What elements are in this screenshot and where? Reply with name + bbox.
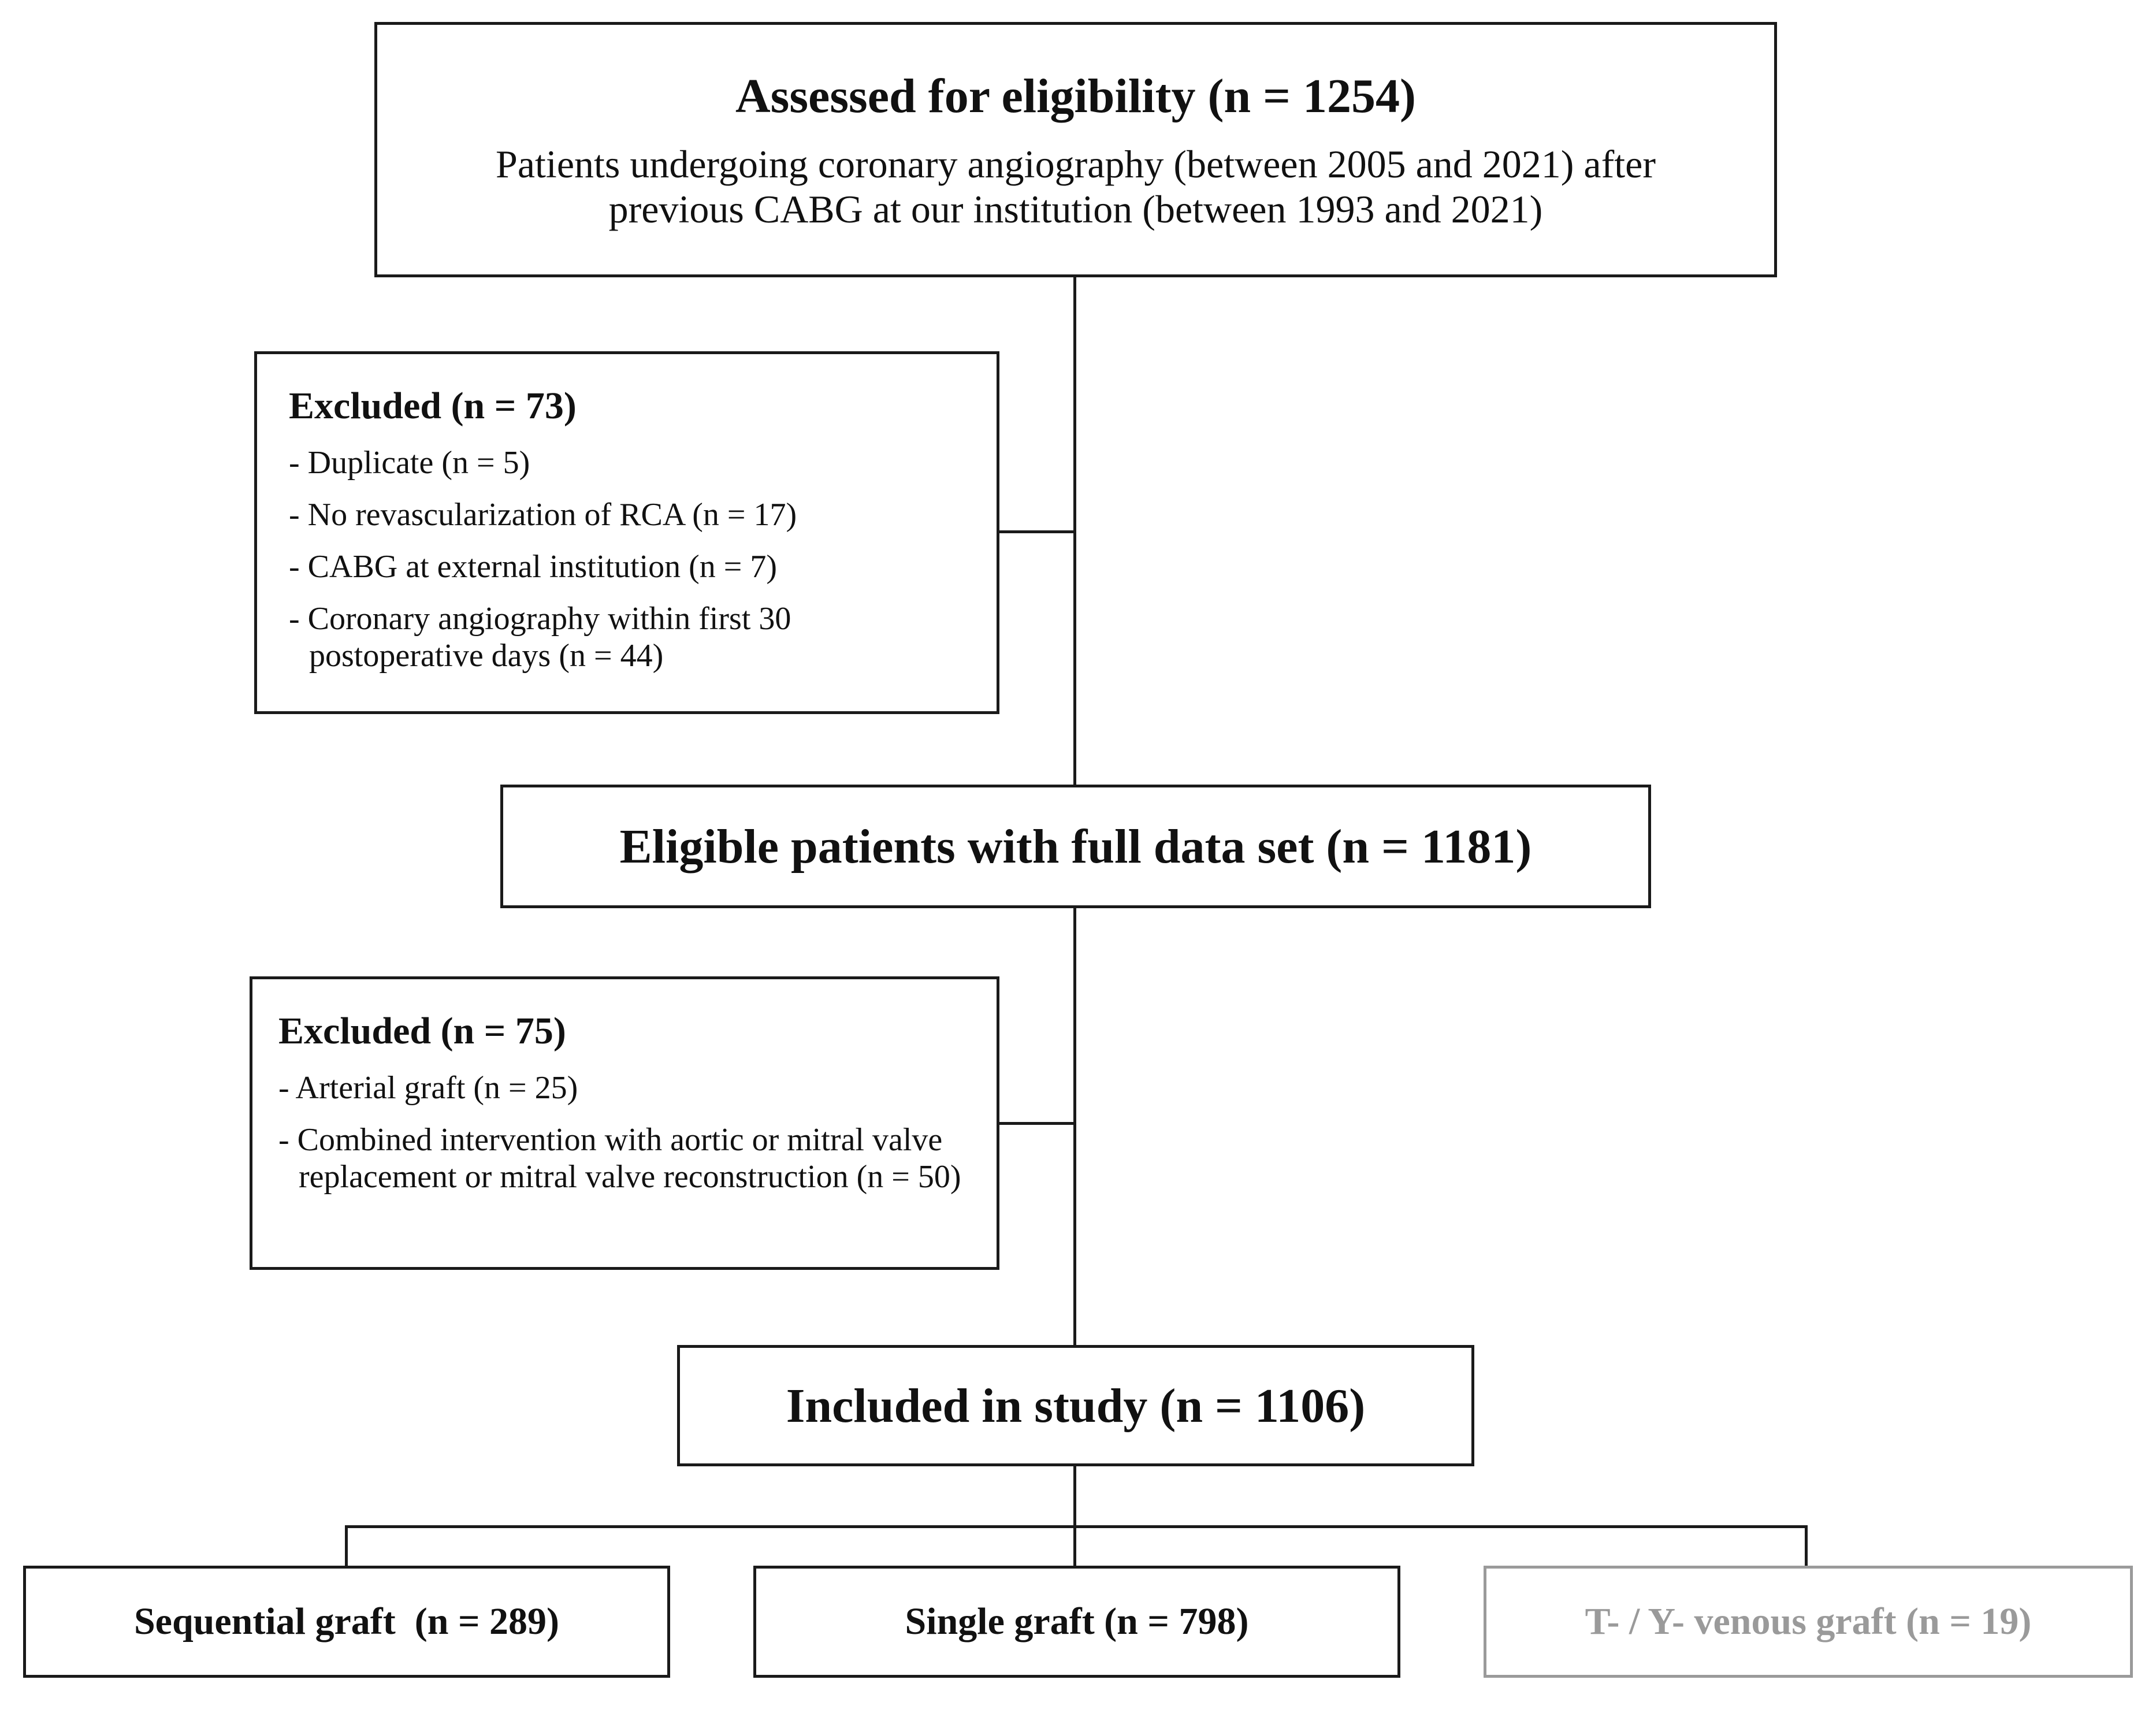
assessed-description-line-1: Patients undergoing coronary angiography… bbox=[496, 142, 1656, 186]
eligible-label: Eligible patients with full data set (n … bbox=[619, 819, 1532, 874]
ty-venous-graft-label: T- / Y- venous graft (n = 19) bbox=[1585, 1600, 2032, 1643]
connector-branch-right bbox=[1805, 1525, 1808, 1566]
excluded-1-item: - CABG at external institution (n = 7) bbox=[289, 549, 778, 585]
connector-branch-horizontal bbox=[345, 1525, 1808, 1528]
connector-excluded-2 bbox=[999, 1122, 1075, 1125]
single-graft-box: Single graft (n = 798) bbox=[753, 1566, 1400, 1678]
sequential-graft-label: Sequential graft (n = 289) bbox=[133, 1600, 560, 1643]
connector-branch-left bbox=[345, 1525, 348, 1566]
sequential-graft-box: Sequential graft (n = 289) bbox=[23, 1566, 670, 1678]
connector-main-top bbox=[1073, 277, 1076, 785]
excluded-1-item: - Coronary angiography within first 30 p… bbox=[289, 601, 791, 674]
assessed-title: Assessed for eligibility (n = 1254) bbox=[735, 69, 1416, 123]
connector-excluded-1 bbox=[999, 530, 1075, 533]
excluded-1-item: - Duplicate (n = 5) bbox=[289, 445, 530, 481]
assessed-box: Assessed for eligibility (n = 1254) Pati… bbox=[374, 22, 1777, 277]
excluded-2-item: - Combined intervention with aortic or m… bbox=[278, 1122, 961, 1195]
excluded-1-item: - No revascularization of RCA (n = 17) bbox=[289, 497, 797, 533]
excluded-box-1: Excluded (n = 73) - Duplicate (n = 5) - … bbox=[254, 351, 999, 714]
included-label: Included in study (n = 1106) bbox=[786, 1378, 1366, 1433]
excluded-box-2: Excluded (n = 75) - Arterial graft (n = … bbox=[250, 976, 999, 1270]
single-graft-label: Single graft (n = 798) bbox=[905, 1600, 1249, 1643]
assessed-description-line-2: previous CABG at our institution (betwee… bbox=[608, 187, 1543, 231]
eligible-box: Eligible patients with full data set (n … bbox=[500, 785, 1651, 908]
included-box: Included in study (n = 1106) bbox=[677, 1345, 1474, 1466]
ty-venous-graft-box: T- / Y- venous graft (n = 19) bbox=[1484, 1566, 2133, 1678]
connector-main-middle bbox=[1073, 908, 1076, 1345]
excluded-2-item: - Arterial graft (n = 25) bbox=[278, 1070, 578, 1106]
connector-main-bottom bbox=[1073, 1466, 1076, 1566]
excluded-2-title: Excluded (n = 75) bbox=[278, 1010, 566, 1052]
excluded-1-title: Excluded (n = 73) bbox=[289, 385, 577, 427]
